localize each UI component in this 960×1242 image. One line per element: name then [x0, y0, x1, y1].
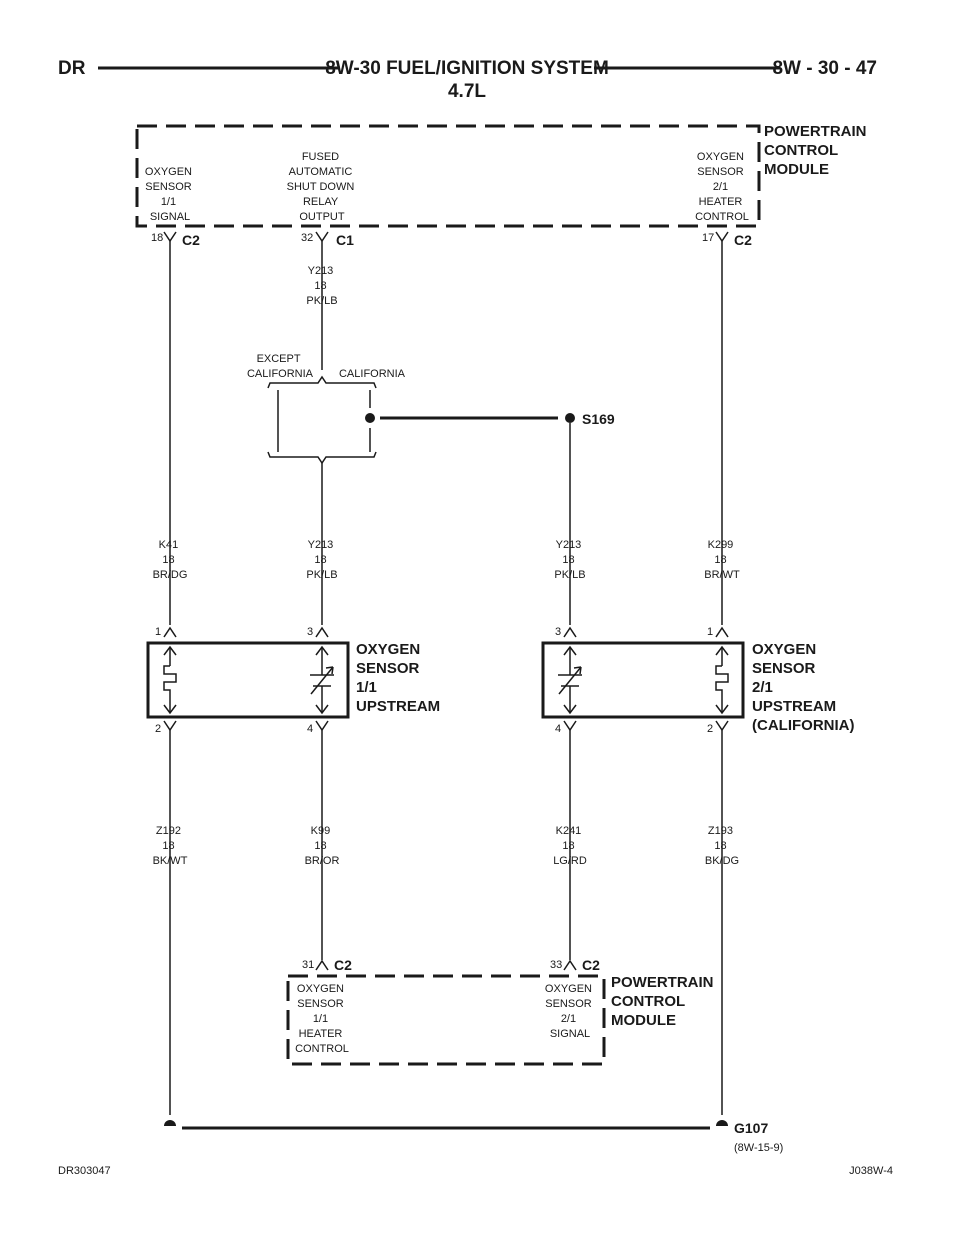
ground-dot-right: [716, 1120, 728, 1126]
sensor-21-name: OXYGEN SENSOR 2/1 UPSTREAM (CALIFORNIA): [752, 641, 854, 734]
svg-text:3: 3: [307, 626, 313, 638]
svg-text:C2: C2: [334, 957, 352, 973]
sensor-11-pin-3: 3: [307, 626, 329, 638]
svg-text:C1: C1: [336, 232, 354, 248]
splice-dot-left: [365, 413, 375, 423]
pcm-top-pin-17: 17 C2: [702, 231, 752, 248]
pcm-top-terminal-o2-11-signal: OXYGEN SENSOR 1/1 SIGNAL: [145, 166, 195, 223]
svg-text:C2: C2: [582, 957, 600, 973]
sensor-21-pin-4: 4: [555, 720, 577, 735]
sensor-21-pin-1: 1: [707, 626, 729, 638]
option-california: CALIFORNIA: [339, 368, 406, 380]
splice-dot-right: [565, 413, 575, 423]
header-subtitle: 4.7L: [448, 81, 486, 102]
option-except-california: EXCEPT CALIFORNIA: [247, 353, 314, 380]
pcm-bottom-name: POWERTRAIN CONTROL MODULE: [611, 974, 718, 1029]
header-left: DR: [58, 58, 86, 79]
pcm-bottom-terminal-o2-11-heater: OXYGEN SENSOR 1/1 HEATER CONTROL: [295, 983, 349, 1055]
wire-label-y213-left: Y213 18 PK/LB: [306, 539, 337, 581]
option-bracket: [267, 375, 377, 465]
svg-text:1: 1: [155, 626, 161, 638]
sensor-11-pin-1: 1: [155, 626, 177, 638]
footer-right: J038W-4: [849, 1165, 893, 1177]
wire-label-k41: K41 18 BR/DG: [153, 539, 188, 581]
svg-text:31: 31: [302, 959, 314, 971]
ground-label: G107: [734, 1120, 768, 1136]
wire-label-k241: K241 18 LG/RD: [553, 825, 587, 867]
svg-text:3: 3: [555, 626, 561, 638]
footer-left: DR303047: [58, 1165, 111, 1177]
sensor-21-box: [541, 641, 745, 719]
svg-text:17: 17: [702, 232, 714, 244]
svg-text:1: 1: [707, 626, 713, 638]
wire-label-y213-right: Y213 18 PK/LB: [554, 539, 585, 581]
header-title: 8W-30 FUEL/IGNITION SYSTEM: [325, 58, 609, 79]
svg-text:4: 4: [307, 723, 313, 735]
sensor-21-sensing-element: [558, 645, 582, 715]
pcm-bottom-terminal-o2-21-signal: OXYGEN SENSOR 2/1 SIGNAL: [545, 983, 595, 1040]
svg-text:2: 2: [707, 723, 713, 735]
ground-dot-left: [164, 1120, 176, 1126]
sensor-11-name: OXYGEN SENSOR 1/1 UPSTREAM: [356, 641, 440, 715]
pcm-top-box: [135, 124, 761, 228]
sensor-11-sensing-element: [310, 645, 334, 715]
svg-text:2: 2: [155, 723, 161, 735]
wire-label-y213-top: Y213 18 PK/LB: [306, 265, 337, 307]
svg-text:32: 32: [301, 232, 313, 244]
sensor-11-pin-2: 2: [155, 720, 177, 735]
svg-text:4: 4: [555, 723, 561, 735]
wire-label-k299: K299 18 BR/WT: [704, 539, 740, 581]
pcm-bottom-box: [286, 974, 606, 1066]
pcm-top-name: POWERTRAIN CONTROL MODULE: [764, 123, 871, 178]
svg-text:C2: C2: [182, 232, 200, 248]
svg-text:C2: C2: [734, 232, 752, 248]
wire-label-z193: Z193 18 BK/DG: [705, 825, 739, 867]
pcm-bottom-pin-31: 31 C2: [302, 957, 352, 973]
pcm-top-terminal-o2-21-heater: OXYGEN SENSOR 2/1 HEATER CONTROL: [695, 151, 749, 223]
pcm-top-pin-32: 32 C1: [301, 231, 354, 248]
sensor-21-heater-element: [715, 645, 729, 715]
sensor-11-box: [146, 641, 350, 719]
wire-label-z192: Z192 18 BK/WT: [153, 825, 188, 867]
splice-label: S169: [582, 411, 615, 427]
svg-text:33: 33: [550, 959, 562, 971]
header-page-ref: 8W - 30 - 47: [772, 58, 877, 79]
svg-text:18: 18: [151, 232, 163, 244]
pcm-top-pin-18: 18 C2: [151, 231, 200, 248]
wire-label-k99: K99 18 BR/OR: [305, 825, 340, 867]
sensor-21-pin-2: 2: [707, 720, 729, 735]
sensor-11-pin-4: 4: [307, 720, 329, 735]
sensor-21-pin-3: 3: [555, 626, 577, 638]
pcm-top-terminal-asd-relay-output: FUSED AUTOMATIC SHUT DOWN RELAY OUTPUT: [287, 151, 358, 223]
pcm-bottom-pin-33: 33 C2: [550, 957, 600, 973]
sensor-11-heater-element: [163, 645, 177, 715]
ground-ref: (8W-15-9): [734, 1142, 783, 1154]
